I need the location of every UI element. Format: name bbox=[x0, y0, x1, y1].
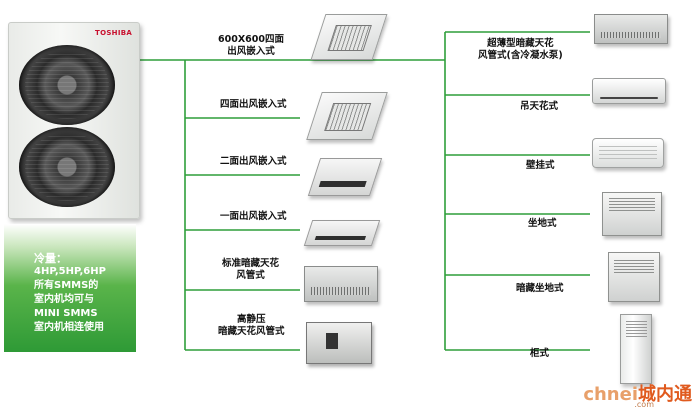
high-static-duct-icon bbox=[306, 322, 372, 364]
outdoor-unit: TOSHIBA bbox=[8, 22, 140, 219]
floor-cabinet-icon bbox=[620, 314, 652, 384]
1way-cassette-icon bbox=[303, 220, 381, 246]
capacity-line: 室内机相连使用 bbox=[34, 322, 104, 333]
unit-label-high-static-duct: 高静压 暗藏天花风管式 bbox=[218, 314, 285, 338]
capacity-line: 所有SMMS的 bbox=[34, 280, 99, 291]
capacity-title: 冷量： bbox=[34, 252, 67, 265]
capacity-line: MINI SMMS bbox=[34, 308, 98, 319]
unit-label-1way-cassette: 一面出风嵌入式 bbox=[220, 211, 287, 223]
unit-label-standard-duct: 标准暗藏天花 风管式 bbox=[222, 258, 279, 282]
unit-label-4way-cassette: 四面出风嵌入式 bbox=[220, 99, 287, 111]
label-text: 暗藏坐地式 bbox=[516, 283, 564, 294]
fan-icon bbox=[19, 127, 115, 207]
label-text: 二面出风嵌入式 bbox=[220, 156, 287, 167]
2way-cassette-icon bbox=[307, 158, 383, 196]
slim-duct-icon bbox=[594, 14, 668, 44]
label-text: 600X600四面 出风嵌入式 bbox=[218, 34, 284, 57]
standard-duct-icon bbox=[304, 266, 378, 302]
floor-standing-icon bbox=[602, 192, 662, 236]
unit-label-floor-cabinet: 柜式 bbox=[530, 348, 549, 360]
fan-icon bbox=[19, 45, 115, 125]
unit-label-2way-cassette: 二面出风嵌入式 bbox=[220, 156, 287, 168]
unit-label-floor-standing: 坐地式 bbox=[528, 218, 557, 230]
label-text: 一面出风嵌入式 bbox=[220, 211, 287, 222]
label-text: 高静压 暗藏天花风管式 bbox=[218, 314, 285, 337]
label-text: 柜式 bbox=[530, 348, 550, 359]
label-text: 标准暗藏天花 风管式 bbox=[222, 258, 280, 281]
capacity-line: 4HP,5HP,6HP bbox=[34, 266, 106, 277]
label-text: 壁挂式 bbox=[526, 160, 555, 171]
label-text: 吊天花式 bbox=[520, 101, 559, 112]
concealed-floor-icon bbox=[608, 252, 660, 302]
unit-label-compact-4way-cassette: 600X600四面 出风嵌入式 bbox=[218, 34, 284, 58]
label-text: 超薄型暗藏天花 风管式(含冷凝水泵) bbox=[478, 38, 563, 61]
unit-label-ceiling-suspended: 吊天花式 bbox=[520, 101, 558, 113]
label-text: 四面出风嵌入式 bbox=[220, 99, 287, 110]
capacity-panel: 冷量： 4HP,5HP,6HP 所有SMMS的 室内机均可与 MINI SMMS… bbox=[4, 224, 136, 352]
watermark-text: chnei bbox=[583, 384, 638, 405]
wall-mounted-icon bbox=[592, 138, 664, 168]
watermark-logo-text: 城内通 bbox=[638, 384, 692, 405]
outdoor-unit-brand: TOSHIBA bbox=[95, 29, 133, 37]
watermark-domain: .com bbox=[634, 400, 654, 409]
unit-label-concealed-floor: 暗藏坐地式 bbox=[516, 283, 564, 295]
watermark: chnei城内通 .com bbox=[583, 380, 692, 409]
capacity-line: 室内机均可与 bbox=[34, 294, 94, 305]
ceiling-suspended-icon bbox=[592, 78, 666, 104]
unit-label-slim-duct: 超薄型暗藏天花 风管式(含冷凝水泵) bbox=[478, 38, 563, 62]
label-text: 坐地式 bbox=[528, 218, 557, 229]
capacity-text: 4HP,5HP,6HP 所有SMMS的 室内机均可与 MINI SMMS 室内机… bbox=[34, 265, 138, 335]
unit-label-wall-mounted: 壁挂式 bbox=[526, 160, 555, 172]
